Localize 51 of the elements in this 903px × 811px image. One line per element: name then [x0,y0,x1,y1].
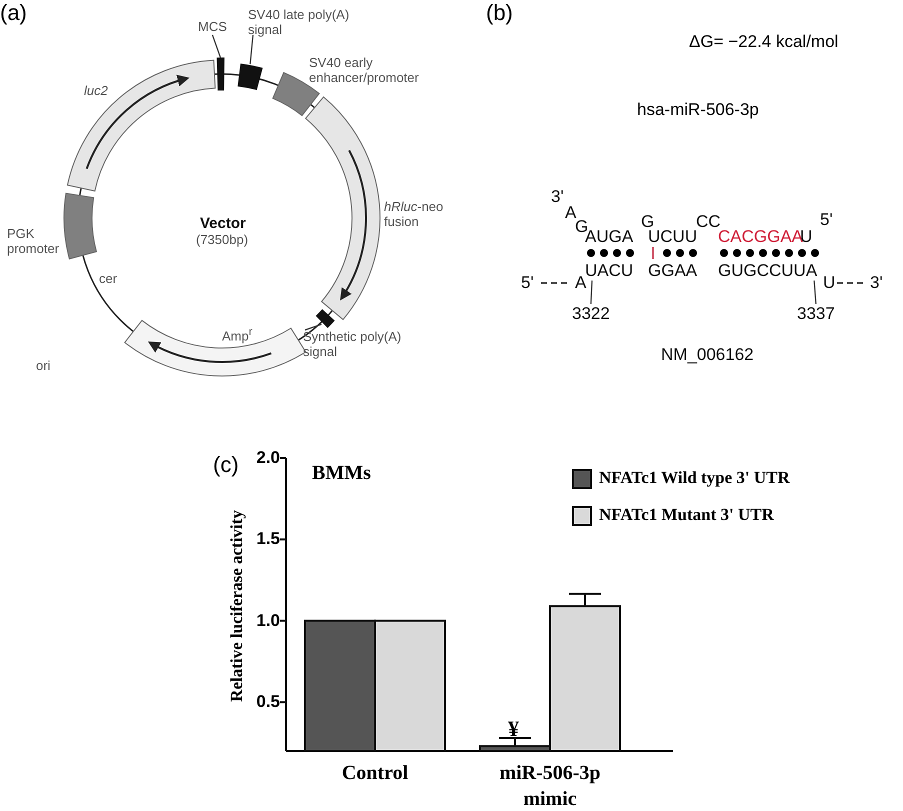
nucleotide-text: G [575,217,588,236]
position-number: 3337 [797,304,835,324]
panel-label: (a) [0,0,27,26]
nucleotide-text: UACU [585,261,634,281]
nucleotide-text: GGAA [648,261,698,281]
leader-line [590,280,593,304]
category-label: miR-506-3p mimic [498,761,602,811]
nucleotide-text: GUGCCUUA [718,261,818,281]
feature-label: luc2 [84,84,108,99]
accession-number: NM_006162 [661,345,754,365]
signal-block [316,309,335,328]
mirna-name: hsa-miR-506-3p [637,100,759,120]
feature-label: hRluc-neo fusion [384,200,444,230]
feature-label: PGK promoter [7,227,60,257]
panel-label: (c) [213,452,239,478]
tick-label: 2.0 [255,448,280,468]
axis-title: Relative luciferase activity [227,510,247,702]
nucleotide-text: U [823,273,836,293]
position-number: 3322 [572,304,610,324]
feature-label: Amp$^{r}$ [222,326,252,344]
strand-end-label: 3' [551,187,564,207]
vector-size: (7350bp) [196,233,248,248]
free-energy-text: ΔG= −22.4 kcal/mol [689,32,838,52]
signal-block [238,64,263,90]
feature-label: ori [36,359,50,374]
leader-line [304,324,322,331]
panel-label: (b) [486,0,513,26]
site-marker-bar [216,58,224,91]
leader-line [212,34,222,58]
leader-line [814,280,817,304]
strand-end-label: 5' [820,210,833,230]
legend-label: NFATc1 Mutant 3' UTR [599,505,774,525]
tick-label: 1.5 [255,529,280,549]
strand-end-label: 5' [521,273,534,293]
nucleotide-text: A [575,273,586,293]
feature-label: Synthetic poly(A) signal [303,330,413,360]
tick-label: 0.5 [255,692,280,712]
feature-label: SV40 late poly(A) signal [248,8,358,38]
feature-label: cer [99,272,118,287]
category-label: Control [340,761,410,786]
feature-label: MCS [198,20,227,35]
strand-end-label: 3' [870,273,883,293]
legend-label: NFATc1 Wild type 3' UTR [599,468,790,488]
vector-name: Vector [200,215,246,232]
nucleotide-text: A [565,203,576,222]
chart-title: BMMs [312,462,371,485]
tick-label: 1.0 [255,610,280,630]
significance-mark: ¥ [508,716,519,742]
feature-label: SV40 early enhancer/promoter [309,56,420,86]
leader-line [250,34,254,64]
nucleotide-text: CC [696,212,721,231]
